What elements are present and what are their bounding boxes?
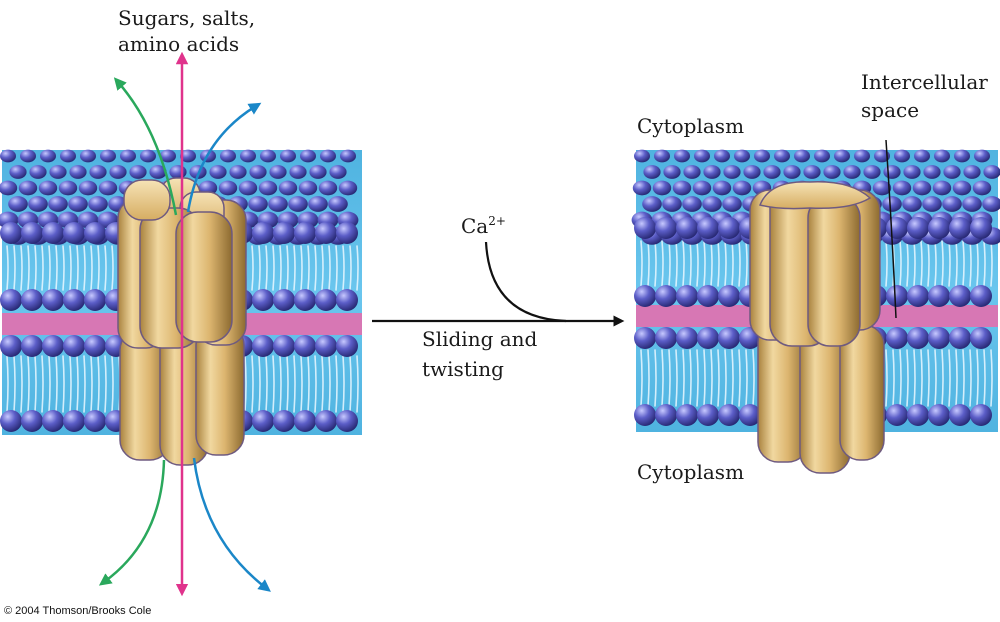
blue-arrow-up bbox=[186, 102, 262, 213]
calcium-curve bbox=[484, 241, 567, 323]
connexon-closed bbox=[749, 181, 885, 474]
transported-label-line1: Sugars, salts, bbox=[118, 6, 256, 30]
cytoplasm-top-label: Cytoplasm bbox=[637, 114, 745, 138]
cytoplasm-bottom-label: Cytoplasm bbox=[637, 460, 745, 484]
transport-arrows bbox=[98, 51, 271, 597]
process-label-line2: twisting bbox=[422, 357, 504, 381]
green-arrow-up bbox=[113, 77, 178, 216]
process-arrow bbox=[372, 241, 625, 327]
process-label-line1: Sliding and bbox=[422, 327, 538, 351]
blue-arrow-down bbox=[192, 457, 271, 592]
green-arrow-down bbox=[98, 459, 166, 586]
copyright-notice: © 2004 Thomson/Brooks Cole bbox=[4, 605, 152, 617]
intercellular-pointer bbox=[885, 139, 897, 319]
calcium-label: Ca2+ bbox=[461, 214, 506, 238]
intercellular-label-line1: Intercellular bbox=[861, 70, 988, 94]
calcium-symbol: Ca bbox=[461, 214, 489, 238]
intercellular-label-line2: space bbox=[861, 98, 920, 122]
transported-label-line2: amino acids bbox=[118, 32, 240, 56]
calcium-charge: 2+ bbox=[488, 214, 506, 228]
